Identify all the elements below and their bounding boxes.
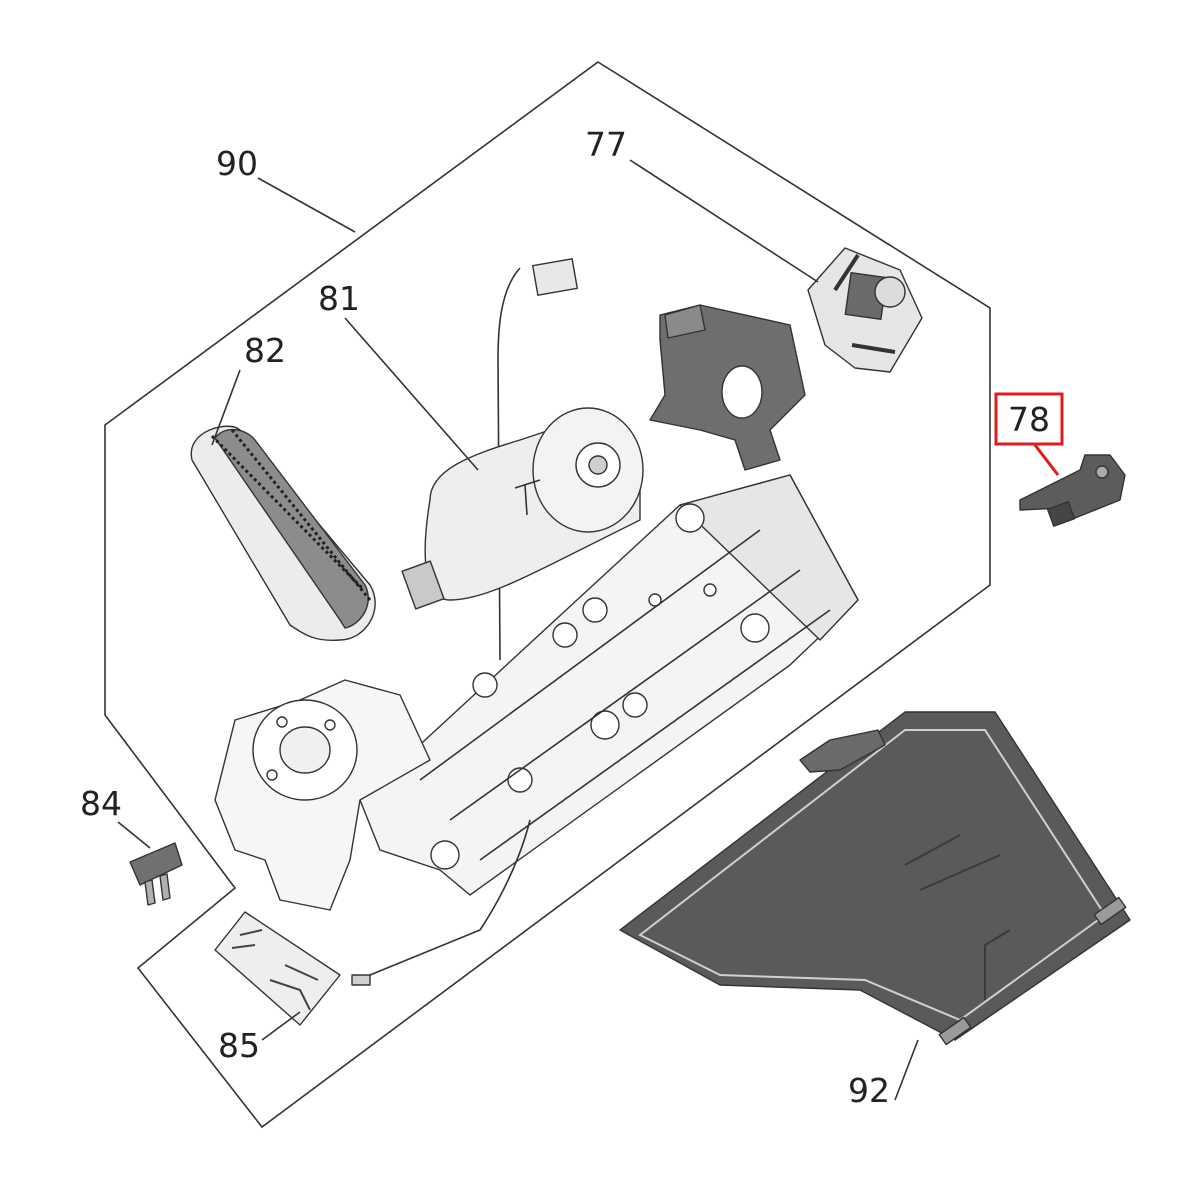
frame-hole [648, 593, 662, 607]
leader-92 [894, 1039, 919, 1101]
frame-hole [552, 622, 578, 648]
frame-hole [507, 767, 533, 793]
callout-77: 77 [585, 125, 627, 164]
leader-82 [211, 369, 241, 446]
plate-part-77[interactable] [807, 247, 923, 373]
leader-81 [344, 317, 479, 471]
callout-82: 82 [244, 331, 286, 370]
highlight-box-78 [994, 392, 1064, 446]
frame-hole [622, 692, 648, 718]
bracket-part-78[interactable] [1019, 454, 1126, 527]
assembly-outline-90 [104, 61, 991, 1129]
callout-78: 78 [1008, 400, 1050, 439]
frame-hole [582, 597, 608, 623]
main-frame[interactable] [359, 474, 859, 896]
belt-part-82[interactable] [190, 425, 376, 642]
clip-part-84[interactable] [129, 842, 183, 906]
leader-90 [257, 177, 356, 233]
callout-90: 90 [216, 144, 258, 183]
cover-part-92[interactable] [619, 711, 1131, 1046]
leader-84 [117, 821, 151, 849]
frame-hole [703, 583, 717, 597]
frame-hole [675, 503, 705, 533]
leader-77 [629, 159, 819, 283]
cable-connector [351, 974, 371, 986]
motor-part-81[interactable] [401, 258, 644, 661]
leader-78 [1033, 444, 1060, 476]
callout-81: 81 [318, 279, 360, 318]
circuit-board-part-85[interactable] [214, 911, 341, 1026]
cable-lower [369, 819, 531, 976]
coupling-hub[interactable] [649, 304, 806, 471]
leader-85 [261, 1011, 301, 1041]
frame-hole [472, 672, 498, 698]
callout-92: 92 [848, 1071, 890, 1110]
frame-hole [740, 613, 770, 643]
gear-housing[interactable] [214, 679, 431, 911]
frame-hole [590, 710, 620, 740]
callout-84: 84 [80, 784, 122, 823]
frame-hole [430, 840, 460, 870]
callout-85: 85 [218, 1026, 260, 1065]
